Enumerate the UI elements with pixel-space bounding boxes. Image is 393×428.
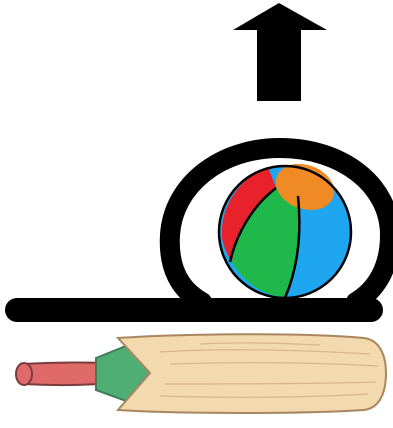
- beach-ball: [219, 156, 351, 298]
- ground-line: [5, 298, 383, 322]
- cricket-bat: [16, 334, 386, 413]
- up-arrow-icon: [233, 3, 327, 101]
- bat-handle-end: [16, 363, 32, 385]
- bat-blade: [118, 334, 386, 413]
